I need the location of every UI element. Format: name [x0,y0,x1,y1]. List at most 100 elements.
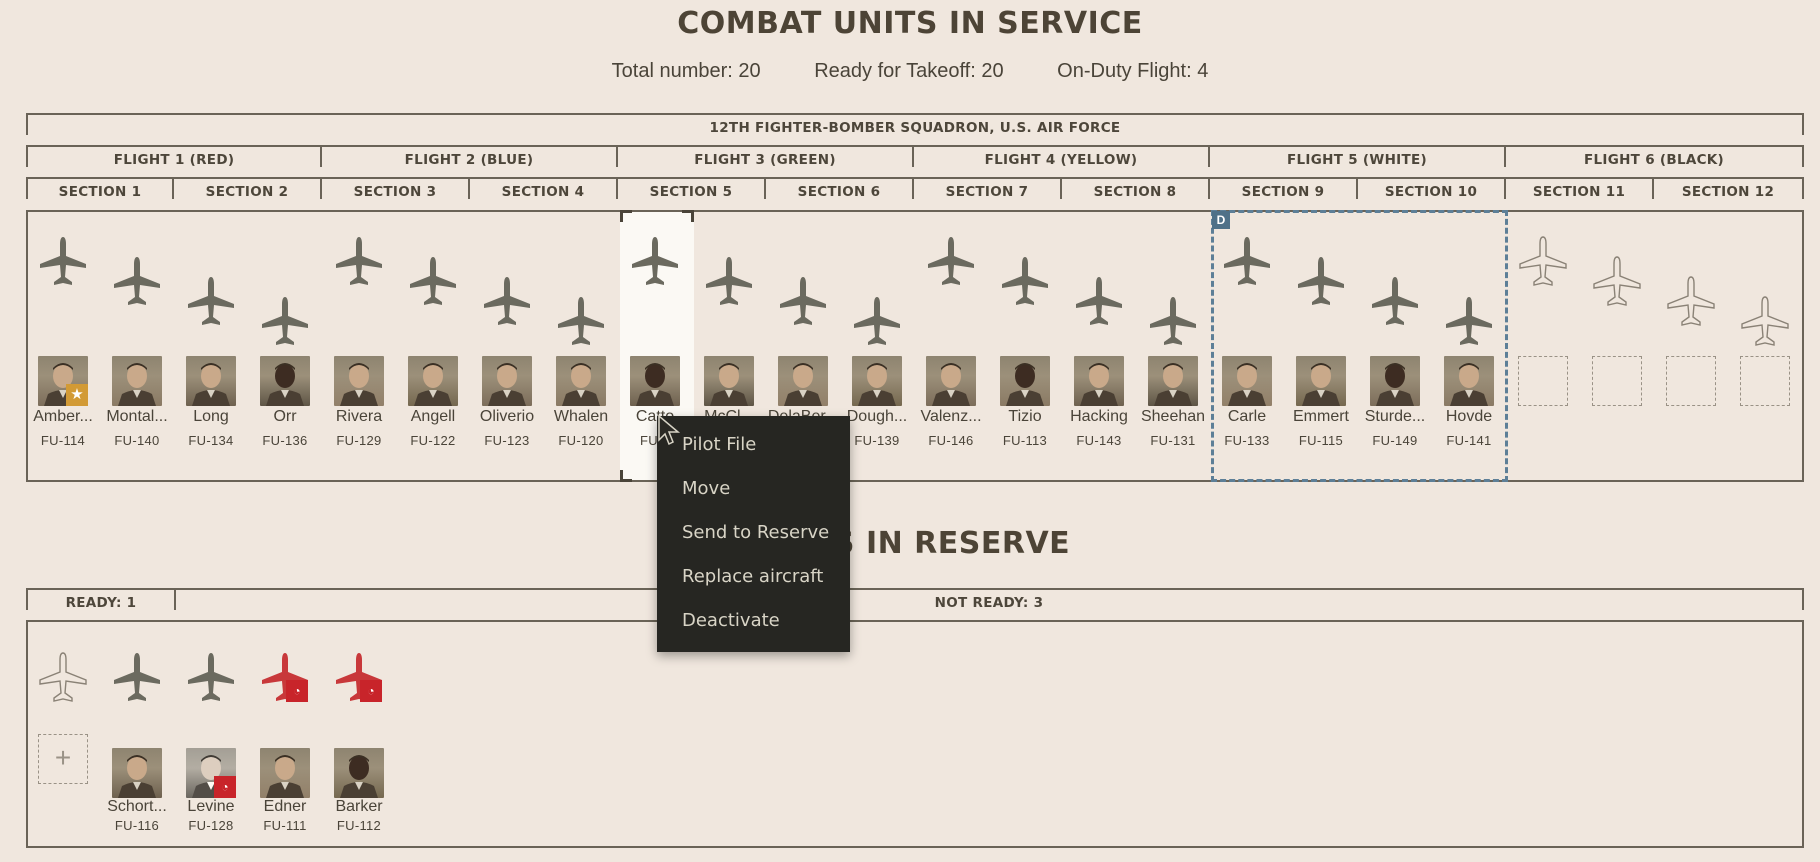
aircraft-slot[interactable]: ★Amber...FU-114 [26,212,100,480]
pilot-name: Sturde... [1364,408,1426,425]
pilot-id: FU-120 [558,433,604,448]
empty-aircraft-slot[interactable] [1506,212,1580,480]
pilot-id: FU-123 [484,433,530,448]
pilot-portrait[interactable] [112,748,162,798]
aircraft-icon [1072,274,1126,328]
pilot-portrait[interactable] [556,356,606,406]
pilot-portrait[interactable] [408,356,458,406]
on-duty-badge: D [1212,211,1230,229]
aircraft-slot[interactable]: Dough...FU-139 [840,212,914,480]
pilot-portrait[interactable] [778,356,828,406]
section-header-12: SECTION 12 [1654,177,1804,200]
reserve-panel [26,620,1804,848]
menu-item-deactivate[interactable]: Deactivate [682,610,780,631]
pilot-portrait[interactable] [334,748,384,798]
damage-icon: ◔ [286,680,308,702]
pilot-portrait[interactable] [260,356,310,406]
aircraft-icon [1442,294,1496,348]
damaged-aircraft-icon [258,650,312,704]
reserve-title: UNITS IN RESERVE [749,526,1071,561]
aircraft-icon [1664,274,1718,328]
pilot-portrait[interactable] [1222,356,1272,406]
menu-item-pilot-file[interactable]: Pilot File [682,434,757,455]
add-pilot-icon[interactable]: + [38,734,88,784]
stat-on-duty: On-Duty Flight: 4 [1057,60,1209,82]
pilot-portrait[interactable] [112,356,162,406]
menu-item-replace-aircraft[interactable]: Replace aircraft [682,566,824,587]
empty-pilot-slot[interactable] [1666,356,1716,406]
aircraft-icon [110,650,164,704]
pilot-name: Dough... [846,408,908,425]
flight-header-4: FLIGHT 4 (YELLOW) [914,145,1210,168]
pilot-portrait[interactable] [1074,356,1124,406]
pilot-portrait[interactable] [704,356,754,406]
empty-aircraft-slot[interactable] [1580,212,1654,480]
pilot-id: FU-146 [928,433,974,448]
reserve-add-slot[interactable]: + [26,622,100,846]
pilot-name: Emmert [1293,408,1349,425]
pilot-portrait[interactable] [1000,356,1050,406]
aircraft-slot[interactable]: Sturde...FU-149 [1358,212,1432,480]
section-header-7: SECTION 7 [914,177,1062,200]
section-header-2: SECTION 2 [174,177,322,200]
aircraft-icon [1220,234,1274,288]
reserve-ready-header: READY: 1 [26,588,176,611]
flight-header-3: FLIGHT 3 (GREEN) [618,145,914,168]
menu-item-send-to-reserve[interactable]: Send to Reserve [682,522,830,543]
pilot-portrait[interactable] [482,356,532,406]
empty-aircraft-slot[interactable] [1728,212,1802,480]
pilot-id: FU-116 [114,818,160,833]
pilot-portrait[interactable] [1296,356,1346,406]
pilot-portrait[interactable] [1148,356,1198,406]
section-header-4: SECTION 4 [470,177,618,200]
pilot-portrait[interactable] [186,356,236,406]
squadron-header: 12TH FIGHTER-BOMBER SQUADRON, U.S. AIR F… [26,113,1804,136]
pilot-portrait[interactable] [630,356,680,406]
pilot-portrait[interactable] [334,356,384,406]
aircraft-slot[interactable]: Valenz...FU-146 [914,212,988,480]
pilot-name: Carle [1227,408,1267,425]
aircraft-icon [702,254,756,308]
aircraft-icon [924,234,978,288]
pilot-portrait[interactable] [1370,356,1420,406]
section-header-6: SECTION 6 [766,177,914,200]
section-header-3: SECTION 3 [322,177,470,200]
pilot-id: FU-134 [188,433,234,448]
empty-aircraft-slot[interactable] [1654,212,1728,480]
pilot-name: Montal... [106,408,168,425]
aircraft-icon [1146,294,1200,348]
damaged-aircraft-icon [332,650,386,704]
pilot-name: Edner [263,798,307,815]
pilot-name: Long [193,408,229,425]
menu-item-move[interactable]: Move [682,478,731,499]
empty-pilot-slot[interactable] [1518,356,1568,406]
empty-pilot-slot[interactable] [1592,356,1642,406]
pilot-portrait[interactable] [1444,356,1494,406]
pilot-portrait[interactable] [260,748,310,798]
reserve-slot[interactable]: Schort... FU-116 [100,622,174,846]
aircraft-slot[interactable]: Montal...FU-140 [100,212,174,480]
pilot-name: Schort... [107,798,167,815]
empty-pilot-slot[interactable] [1740,356,1790,406]
page-title: COMBAT UNITS IN SERVICE [677,6,1143,41]
aircraft-slot[interactable]: McCl... [692,212,766,480]
pilot-id: FU-128 [188,818,234,833]
pilot-portrait[interactable] [852,356,902,406]
pilot-portrait[interactable] [926,356,976,406]
